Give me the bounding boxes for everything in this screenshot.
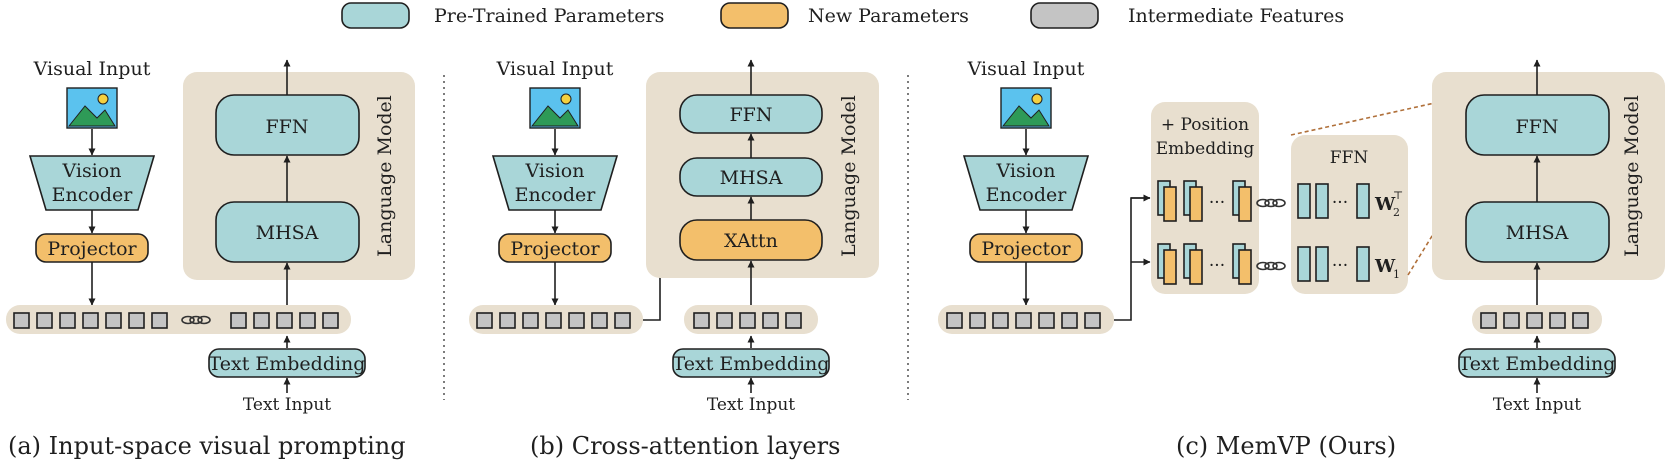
w2-subscript: 2 <box>1393 206 1400 219</box>
visual-input-label: Visual Input <box>33 58 151 80</box>
concat-chain-icon <box>1256 198 1286 208</box>
text-embedding <box>1458 348 1616 378</box>
panel-c: Visual Input Vision Encoder Projector + … <box>938 58 1665 415</box>
visual-input-label: Visual Input <box>496 58 614 80</box>
mhsa-label: MHSA <box>256 222 319 244</box>
caption-a: (a) Input-space visual prompting <box>8 432 406 460</box>
legend-intermediate-swatch <box>1030 2 1099 29</box>
text-embedding-label: Text Embedding <box>1459 353 1616 375</box>
image-icon <box>529 87 581 129</box>
text-input-label: Text Input <box>243 395 331 415</box>
ellipsis: ··· <box>1332 193 1348 213</box>
text-tokens <box>693 312 802 329</box>
mhsa-label: MHSA <box>1506 222 1569 244</box>
w2-memory-keys: ··· <box>1157 180 1252 222</box>
vision-encoder-label-2: Encoder <box>986 184 1068 206</box>
legend-new-label: New Parameters <box>808 5 969 27</box>
w1-memory-keys: ··· <box>1157 243 1252 285</box>
ffn-label: FFN <box>266 116 309 138</box>
mhsa-label: MHSA <box>720 167 783 189</box>
text-embedding-label: Text Embedding <box>209 353 366 375</box>
ellipsis: ··· <box>1332 256 1348 276</box>
text-input-label: Text Input <box>707 395 795 415</box>
legend-new-swatch <box>720 2 789 29</box>
vision-encoder <box>962 155 1090 211</box>
projector-label: Projector <box>47 238 137 260</box>
ffn-label: FFN <box>1516 116 1559 138</box>
text-embedding <box>672 348 830 378</box>
text-input-label: Text Input <box>1493 395 1581 415</box>
text-embedding-label: Text Embedding <box>673 353 830 375</box>
panel-b: Visual Input Vision Encoder Projector La… <box>469 58 879 415</box>
image-icon <box>66 87 118 129</box>
vision-encoder <box>491 155 619 211</box>
ffn-weights-label: FFN <box>1330 148 1369 168</box>
vision-encoder-label-2: Encoder <box>515 184 597 206</box>
language-model-label: Language Model <box>374 95 396 257</box>
visual-tokens <box>946 312 1101 329</box>
vision-encoder-label-1: Vision <box>62 160 122 182</box>
visual-tokens <box>13 312 168 329</box>
w2-weights: ··· W 2 ⊤ <box>1297 183 1403 219</box>
w1-subscript: 1 <box>1393 268 1400 281</box>
w1-weights: ··· W 1 <box>1297 246 1400 282</box>
ellipsis: ··· <box>1209 193 1225 213</box>
projector-label: Projector <box>510 238 600 260</box>
visual-input-label: Visual Input <box>967 58 1085 80</box>
vision-encoder-label-1: Vision <box>525 160 585 182</box>
legend: Pre-Trained Parameters New Parameters In… <box>341 2 1344 29</box>
image-icon <box>1000 87 1052 129</box>
vision-encoder <box>28 155 156 211</box>
ffn-label: FFN <box>730 104 773 126</box>
text-tokens <box>230 312 339 329</box>
concat-chain-icon <box>1256 261 1286 271</box>
legend-pretrained-label: Pre-Trained Parameters <box>434 5 664 27</box>
visual-branch-line <box>1114 197 1150 321</box>
position-embedding-panel <box>1151 102 1259 294</box>
language-model-label: Language Model <box>838 95 860 257</box>
projector-label: Projector <box>981 238 1071 260</box>
legend-intermediate-label: Intermediate Features <box>1128 5 1344 27</box>
language-model-label: Language Model <box>1621 95 1643 257</box>
text-embedding <box>208 348 366 378</box>
position-embedding-label-1: + Position <box>1161 115 1249 135</box>
visual-tokens <box>476 312 631 329</box>
ellipsis: ··· <box>1209 256 1225 276</box>
xattn-label: XAttn <box>724 230 778 252</box>
caption-b: (b) Cross-attention layers <box>530 432 840 460</box>
caption-c: (c) MemVP (Ours) <box>1176 432 1396 460</box>
vision-encoder-label-1: Vision <box>996 160 1056 182</box>
w2-superscript: ⊤ <box>1393 189 1403 202</box>
vision-encoder-label-2: Encoder <box>52 184 134 206</box>
position-embedding-label-2: Embedding <box>1156 139 1255 159</box>
w1-label: W <box>1374 256 1396 277</box>
text-tokens <box>1480 312 1589 329</box>
w2-label: W <box>1374 194 1396 215</box>
panel-a: Visual Input Vision Encoder Projector La… <box>6 58 415 415</box>
legend-pretrained-swatch <box>341 2 410 29</box>
